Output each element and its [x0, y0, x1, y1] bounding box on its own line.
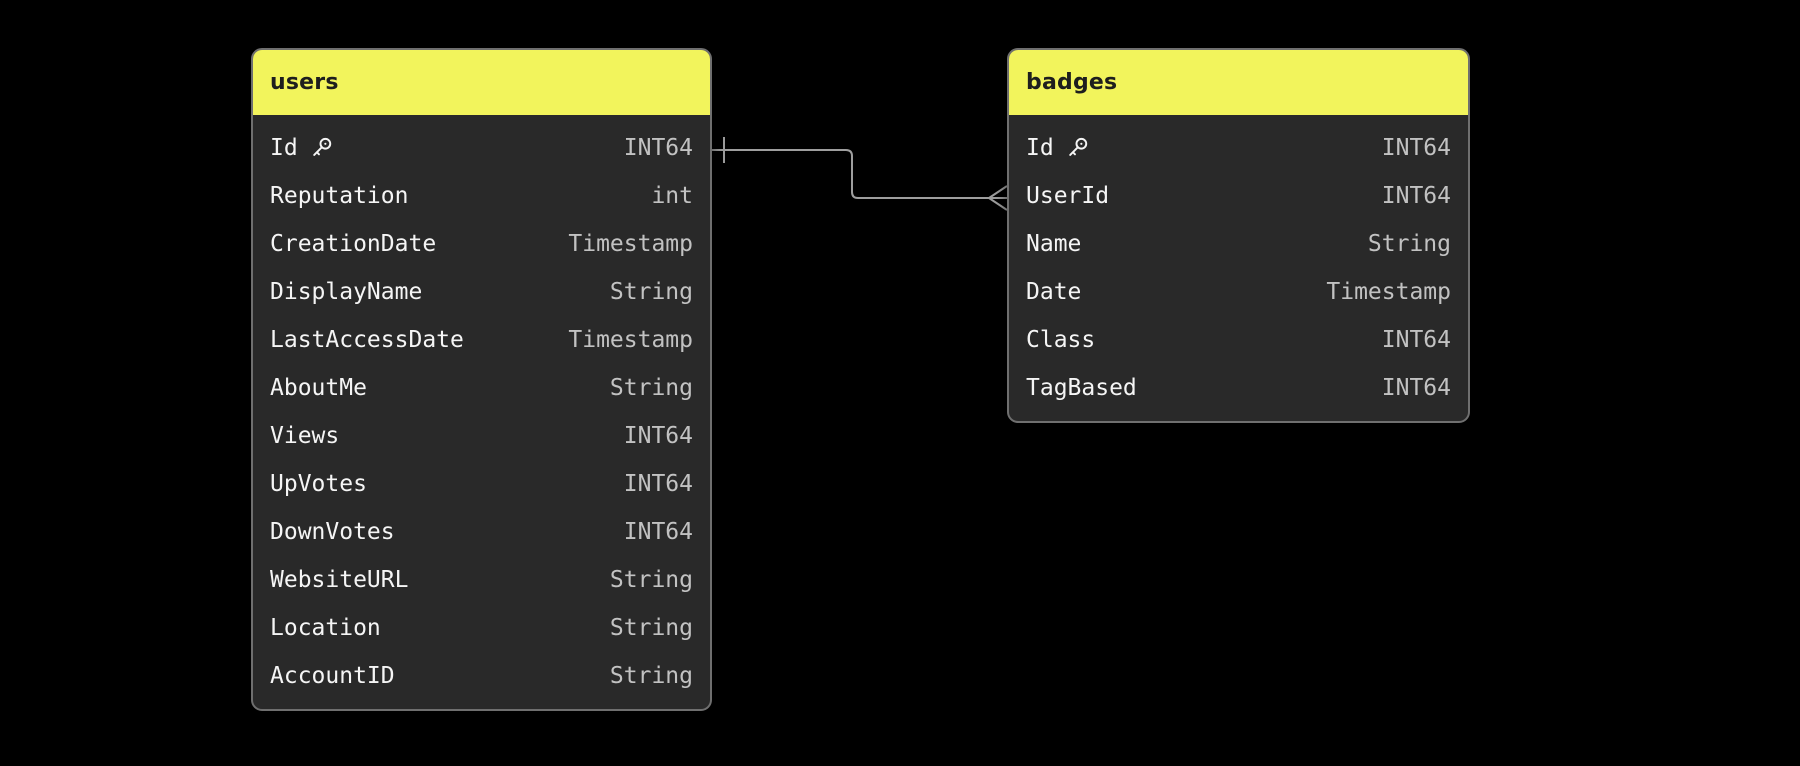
- field-row-users-Location[interactable]: Location String: [253, 604, 710, 652]
- field-type: INT64: [1381, 375, 1451, 401]
- field-name-wrap: Date: [1026, 279, 1081, 305]
- field-name-wrap: UpVotes: [270, 471, 367, 497]
- field-row-badges-Date[interactable]: Date Timestamp: [1009, 268, 1468, 316]
- field-name: DisplayName: [270, 279, 423, 305]
- table-title: users: [270, 70, 339, 95]
- field-type: Timestamp: [1326, 279, 1451, 305]
- field-name-wrap: DisplayName: [270, 279, 422, 305]
- field-name-wrap: Class: [1026, 327, 1095, 353]
- field-row-badges-TagBased[interactable]: TagBased INT64: [1009, 364, 1468, 412]
- field-type: INT64: [1381, 183, 1451, 209]
- field-name-wrap: CreationDate: [270, 231, 436, 257]
- relationship-line-users-badges[interactable]: [712, 149, 1007, 199]
- field-name-wrap: Reputation: [270, 183, 408, 209]
- field-name: Reputation: [270, 183, 409, 209]
- field-name-wrap: Id: [1026, 135, 1091, 161]
- field-row-users-DisplayName[interactable]: DisplayName String: [253, 268, 710, 316]
- field-name: WebsiteURL: [270, 567, 409, 593]
- field-name-wrap: Name: [1026, 231, 1081, 257]
- field-row-badges-Name[interactable]: Name String: [1009, 220, 1468, 268]
- field-name-wrap: LastAccessDate: [270, 327, 464, 353]
- field-type: INT64: [623, 519, 693, 545]
- field-name: Class: [1026, 327, 1096, 353]
- field-type: INT64: [1381, 327, 1451, 353]
- field-row-users-AccountID[interactable]: AccountID String: [253, 652, 710, 700]
- field-row-users-Reputation[interactable]: Reputation int: [253, 172, 710, 220]
- field-name-wrap: TagBased: [1026, 375, 1137, 401]
- table-header-badges[interactable]: badges: [1009, 50, 1468, 115]
- field-type: String: [609, 567, 693, 593]
- field-name: CreationDate: [270, 231, 437, 257]
- field-name: Date: [1026, 279, 1082, 305]
- field-type: INT64: [623, 135, 693, 161]
- field-name-wrap: Location: [270, 615, 381, 641]
- field-name-wrap: Views: [270, 423, 339, 449]
- field-name-wrap: WebsiteURL: [270, 567, 408, 593]
- field-type: String: [1367, 231, 1451, 257]
- field-type: Timestamp: [568, 231, 693, 257]
- table-title: badges: [1026, 70, 1118, 95]
- key-icon: [312, 137, 331, 156]
- field-type: int: [651, 183, 693, 209]
- field-type: Timestamp: [568, 327, 693, 353]
- field-row-users-CreationDate[interactable]: CreationDate Timestamp: [253, 220, 710, 268]
- field-name-wrap: UserId: [1026, 183, 1109, 209]
- field-name: UserId: [1026, 183, 1110, 209]
- key-icon: [1068, 137, 1087, 156]
- field-row-users-Views[interactable]: Views INT64: [253, 412, 710, 460]
- field-name: Location: [270, 615, 381, 641]
- field-type: String: [609, 279, 693, 305]
- field-type: String: [609, 663, 693, 689]
- field-name-wrap: AboutMe: [270, 375, 367, 401]
- field-name-wrap: DownVotes: [270, 519, 395, 545]
- field-row-badges-UserId[interactable]: UserId INT64: [1009, 172, 1468, 220]
- field-name: AccountID: [270, 663, 395, 689]
- field-name: TagBased: [1026, 375, 1137, 401]
- field-name-wrap: Id: [270, 135, 335, 161]
- field-type: INT64: [1381, 135, 1451, 161]
- field-name: Views: [270, 423, 340, 449]
- field-row-badges-Id[interactable]: Id INT64: [1009, 124, 1468, 172]
- field-name: AboutMe: [270, 375, 367, 401]
- field-row-users-AboutMe[interactable]: AboutMe String: [253, 364, 710, 412]
- field-row-users-DownVotes[interactable]: DownVotes INT64: [253, 508, 710, 556]
- field-name: Id: [270, 135, 298, 161]
- field-row-users-WebsiteURL[interactable]: WebsiteURL String: [253, 556, 710, 604]
- field-row-users-Id[interactable]: Id INT64: [253, 124, 710, 172]
- field-name: Id: [1026, 135, 1054, 161]
- field-type: String: [609, 615, 693, 641]
- table-header-users[interactable]: users: [253, 50, 710, 115]
- field-row-badges-Class[interactable]: Class INT64: [1009, 316, 1468, 364]
- field-type: INT64: [623, 423, 693, 449]
- field-name: Name: [1026, 231, 1082, 257]
- field-type: INT64: [623, 471, 693, 497]
- field-row-users-LastAccessDate[interactable]: LastAccessDate Timestamp: [253, 316, 710, 364]
- field-name-wrap: AccountID: [270, 663, 395, 689]
- field-row-users-UpVotes[interactable]: UpVotes INT64: [253, 460, 710, 508]
- field-name: UpVotes: [270, 471, 367, 497]
- field-type: String: [609, 375, 693, 401]
- field-name: DownVotes: [270, 519, 395, 545]
- field-name: LastAccessDate: [270, 327, 464, 353]
